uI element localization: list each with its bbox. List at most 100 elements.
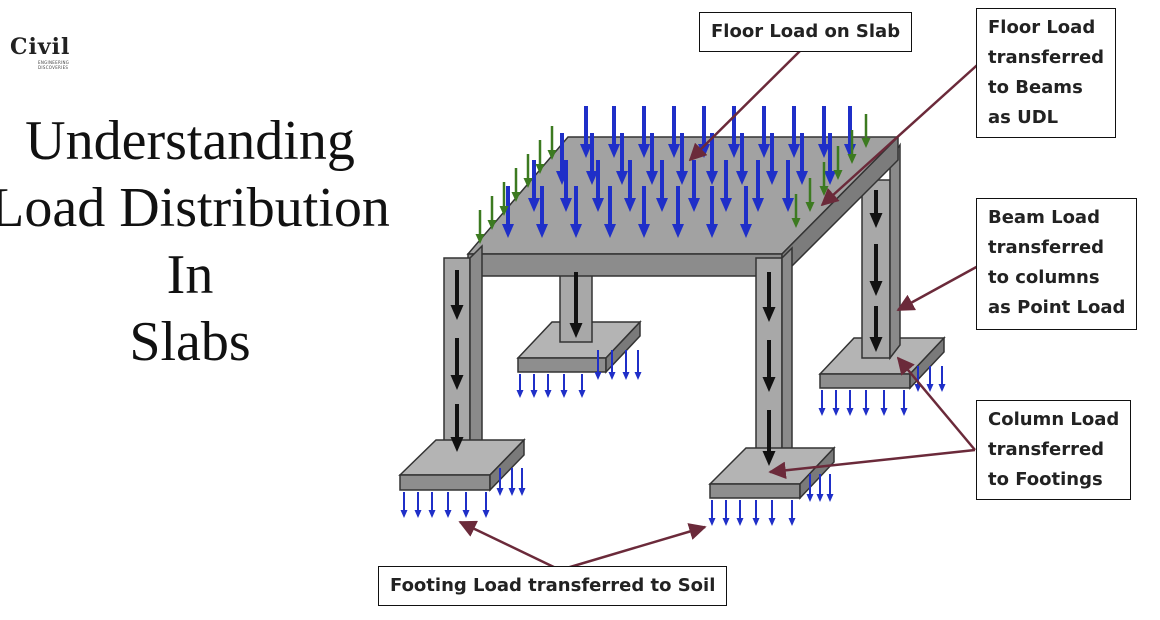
callout-line: transferred xyxy=(988,237,1105,258)
soil-load-arrow xyxy=(518,468,526,496)
title-line: Slabs xyxy=(129,311,251,373)
logo-wordmark: Civil xyxy=(10,34,71,60)
floor-load-arrow xyxy=(592,160,604,212)
callout-column-load-footings: Column Load transferred to Footings xyxy=(976,400,1132,500)
beam-udl-arrow xyxy=(791,194,801,228)
callout-floor-load-beams: Floor Load transferred to Beams as UDL xyxy=(976,8,1117,138)
floor-load-arrow xyxy=(736,133,748,185)
floor-load-arrow xyxy=(796,133,808,185)
beam-udl-arrow xyxy=(805,178,815,212)
floor-load-arrow xyxy=(616,133,628,185)
floor-load-arrow xyxy=(672,186,684,238)
soil-load-arrow xyxy=(444,492,452,518)
floor-load-arrow xyxy=(676,133,688,185)
beam-udl-arrow xyxy=(535,140,545,174)
floor-load-arrow xyxy=(668,106,680,158)
beam-udl-arrow xyxy=(475,210,485,244)
callout-footing-load-soil: Footing Load transferred to Soil xyxy=(378,566,728,606)
beam-udl-arrow xyxy=(547,126,557,160)
soil-load-arrow xyxy=(508,468,516,496)
leader-column-point xyxy=(896,263,981,312)
column-load-arrow xyxy=(762,272,776,322)
floor-load-arrows xyxy=(502,106,856,238)
soil-load-arrow xyxy=(496,468,504,496)
soil-load-arrow xyxy=(752,500,760,526)
soil-load-arrow xyxy=(722,500,730,526)
soil-load-arrow xyxy=(768,500,776,526)
column-load-arrow xyxy=(450,338,464,390)
floor-load-arrow xyxy=(536,186,548,238)
column-load-arrow xyxy=(569,272,583,338)
floor-load-arrow xyxy=(580,106,592,158)
floor-load-arrow xyxy=(604,186,616,238)
floor-load-arrow xyxy=(688,160,700,212)
column-load-arrow xyxy=(762,340,776,392)
column-front-left xyxy=(443,244,483,460)
column-load-arrow xyxy=(869,306,883,352)
column-load-arrow xyxy=(450,404,464,452)
soil-load-arrow xyxy=(816,474,824,502)
floor-load-arrow xyxy=(638,186,650,238)
column-load-arrow xyxy=(869,190,883,228)
floor-load-arrow xyxy=(758,106,770,158)
soil-load-arrow xyxy=(832,390,840,416)
floor-load-arrow xyxy=(638,106,650,158)
footing-front-left xyxy=(398,438,526,492)
floor-load-arrow xyxy=(740,186,752,238)
floor-load-arrow xyxy=(788,106,800,158)
soil-load-arrow xyxy=(900,390,908,416)
beam-udl-arrow xyxy=(847,130,857,164)
soil-load-arrow xyxy=(560,374,568,398)
soil-load-arrow xyxy=(622,350,630,380)
soil-load-arrow xyxy=(462,492,470,518)
title-line: Understanding xyxy=(25,110,355,172)
leader-lines xyxy=(458,45,986,572)
leader-column-footing-2 xyxy=(768,448,976,480)
callout-beam-load-columns: Beam Load transferred to columns as Poin… xyxy=(976,198,1138,330)
soil-load-arrow xyxy=(880,390,888,416)
leader-floor-slab xyxy=(688,45,806,162)
soil-load-arrow xyxy=(400,492,408,518)
callout-line: Footing Load transferred to Soil xyxy=(390,575,716,596)
soil-load-arrow xyxy=(788,500,796,526)
leader-soil-1 xyxy=(458,520,561,572)
page-title: Understanding Load Distribution In Slabs xyxy=(0,108,420,376)
beam-udl-arrow xyxy=(833,146,843,180)
floor-load-arrow xyxy=(570,186,582,238)
column-point-load-arrows xyxy=(450,190,883,466)
soil-load-arrow xyxy=(926,366,934,392)
soil-load-arrow xyxy=(578,374,586,398)
beam-udl-arrow xyxy=(487,196,497,230)
floor-load-arrow xyxy=(824,133,836,185)
floor-load-arrow xyxy=(782,160,794,212)
title-line: In xyxy=(166,244,214,306)
callout-line: Column Load xyxy=(988,409,1120,430)
soil-load-arrow xyxy=(482,492,490,518)
soil-load-arrow xyxy=(862,390,870,416)
soil-load-arrow xyxy=(608,350,616,380)
beam-udl-arrow xyxy=(511,168,521,202)
callout-line: Beam Load xyxy=(988,207,1100,228)
leader-beam-udl xyxy=(820,57,986,207)
soil-reaction-arrows xyxy=(400,350,946,526)
soil-load-arrow xyxy=(818,390,826,416)
beam-udl-arrow xyxy=(861,114,871,148)
soil-load-arrow xyxy=(634,350,642,380)
brand-logo: Civil ENGINEERING DISCOVERIES xyxy=(10,34,84,70)
soil-load-arrow xyxy=(530,374,538,398)
callout-floor-load-on-slab: Floor Load on Slab xyxy=(699,12,913,52)
column-load-arrow xyxy=(869,244,883,296)
column-load-arrow xyxy=(450,270,464,320)
soil-load-arrow xyxy=(826,474,834,502)
callout-line: as UDL xyxy=(988,107,1059,128)
beam-udl-arrows xyxy=(475,114,871,244)
floor-load-arrow xyxy=(656,160,668,212)
soil-load-arrow xyxy=(594,350,602,380)
column-load-arrow xyxy=(762,410,776,466)
floor-load-arrow xyxy=(766,133,778,185)
soil-load-arrow xyxy=(938,366,946,392)
floor-load-arrow xyxy=(608,106,620,158)
soil-load-arrow xyxy=(414,492,422,518)
floor-load-arrow xyxy=(706,186,718,238)
